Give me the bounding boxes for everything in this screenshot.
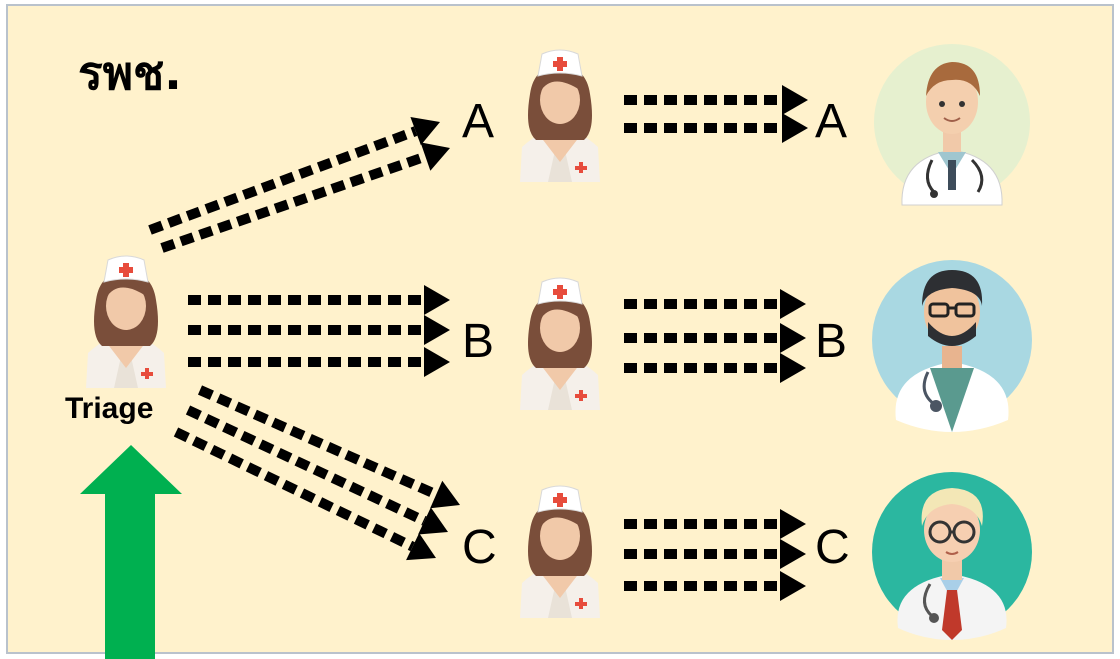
- arrow-triage-to-a-1-line: [150, 131, 416, 230]
- arrow-triage-to-a-2-line: [162, 157, 425, 248]
- hospital-label: รพช.: [78, 50, 182, 96]
- triage-nurse-icon: [86, 256, 166, 388]
- nurse-a-label: A: [462, 98, 494, 146]
- nurse-b-icon: [520, 278, 600, 410]
- arrow-triage-to-c-1-line: [200, 390, 436, 494]
- doctor-a-icon: [874, 44, 1030, 205]
- nurse-c-label: C: [462, 524, 497, 572]
- nurse-b-label: B: [462, 318, 494, 366]
- arrow-triage-to-c-2-line: [188, 410, 424, 521]
- arrow-triage-to-b-3-head: [424, 347, 450, 377]
- doctor-b-icon: [872, 260, 1032, 432]
- doctor-c-icon: [872, 472, 1032, 640]
- arrow-b-to-doctor-3-head: [780, 353, 806, 383]
- patient-entry-arrow: [80, 445, 182, 659]
- nurse-c-icon: [520, 486, 600, 618]
- arrow-b-to-doctor-1-head: [780, 289, 806, 319]
- arrow-c-to-doctor-1-head: [780, 509, 806, 539]
- nurse-a-icon: [520, 50, 600, 182]
- doctor-a-label: A: [815, 98, 847, 146]
- arrow-a-to-doctor-2-head: [782, 113, 808, 143]
- arrow-triage-to-c-2-head: [418, 507, 448, 534]
- arrow-triage-to-b-2-head: [424, 315, 450, 345]
- doctor-c-label: C: [815, 524, 850, 572]
- arrow-c-to-doctor-2-head: [780, 539, 806, 569]
- arrow-c-to-doctor-3-head: [780, 571, 806, 601]
- arrow-triage-to-b-1-head: [424, 285, 450, 315]
- arrow-triage-to-c-3-line: [176, 432, 413, 547]
- triage-label: Triage: [65, 394, 153, 424]
- arrow-triage-to-c-1-head: [430, 481, 460, 508]
- doctor-b-label: B: [815, 318, 847, 366]
- arrow-b-to-doctor-2-head: [780, 323, 806, 353]
- arrow-triage-to-a-2-head: [421, 142, 450, 170]
- arrow-a-to-doctor-1-head: [782, 85, 808, 115]
